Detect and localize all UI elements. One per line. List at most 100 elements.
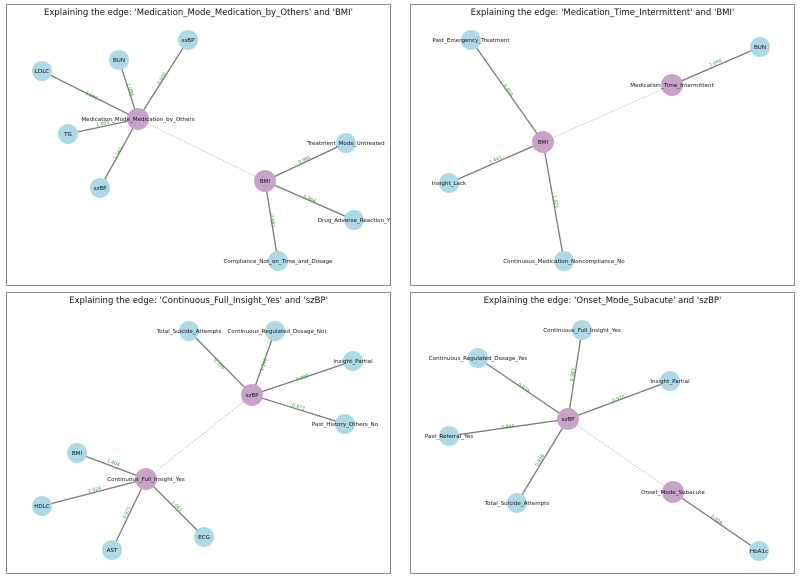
edge bbox=[567, 329, 583, 420]
graph-panel-2: Explaining the edge: 'Continuous_Full_In… bbox=[6, 292, 391, 574]
node-label: HDLC bbox=[34, 504, 50, 510]
node-label: Medication_Time_Intermittent bbox=[630, 83, 714, 89]
network-graph: 0.930 1.084 1.096 1.003 1.141 0.995 0.96… bbox=[32, 30, 391, 271]
node-label: Treatment_Mode_Untreated bbox=[306, 141, 385, 147]
node-label: Insight_Partial bbox=[333, 359, 373, 365]
edge bbox=[477, 357, 569, 420]
edge-weight-label: 1.141 bbox=[112, 146, 124, 160]
edge-weight-label: 1.021 bbox=[551, 195, 559, 209]
edge bbox=[470, 39, 544, 143]
edge-weight-label: 0.990 bbox=[296, 373, 310, 383]
graph-node bbox=[468, 348, 488, 368]
graph-node bbox=[336, 133, 356, 153]
node-label: szBP bbox=[245, 393, 259, 399]
node-label: BUN bbox=[113, 58, 125, 64]
node-label: BMI bbox=[538, 140, 549, 146]
graph-node bbox=[178, 30, 198, 50]
edge bbox=[264, 142, 347, 182]
node-label: Medication_Mode_Medication_by_Others bbox=[81, 117, 194, 123]
graph-node bbox=[439, 426, 459, 446]
graph-panel-1: Explaining the edge: 'Medication_Time_In… bbox=[410, 4, 795, 286]
edge-hub bbox=[137, 118, 266, 182]
edge bbox=[111, 478, 147, 551]
node-label: szBP bbox=[93, 186, 107, 192]
node-label: Insight_Partial bbox=[650, 379, 690, 385]
edge-weight-label: 0.956 bbox=[212, 358, 226, 372]
graph-node bbox=[461, 30, 481, 50]
node-label: Continuous_Regulated_Dosage_Yes bbox=[429, 356, 528, 362]
edge-weight-label: 1.140 bbox=[259, 357, 269, 371]
panel-title: Explaining the edge: 'Medication_Mode_Me… bbox=[44, 8, 353, 18]
graph-node bbox=[241, 384, 263, 406]
edge-weight-label: 0.964 bbox=[302, 194, 317, 205]
node-label: Past_History_Others_No bbox=[312, 422, 379, 428]
node-label: HbA1c bbox=[750, 549, 768, 555]
edge bbox=[251, 360, 354, 396]
edge-weight-label: 0.995 bbox=[297, 155, 312, 166]
edge bbox=[67, 118, 139, 135]
edge-weight-label: 0.926 bbox=[709, 514, 723, 526]
edge bbox=[448, 418, 569, 437]
edge-hub bbox=[145, 394, 253, 480]
node-label: Drug_Adverse_Reaction_Y bbox=[318, 218, 391, 224]
node-label: Continuous_Medication_Noncompliance_No bbox=[503, 259, 625, 265]
edge-weight-label: 1.441 bbox=[488, 155, 503, 166]
edge-weight-label: 1.061 bbox=[170, 500, 184, 514]
edge bbox=[672, 491, 760, 552]
graph-node bbox=[749, 541, 769, 561]
node-label: Total_Suicide_Attempts bbox=[156, 329, 222, 335]
graph-node bbox=[557, 408, 579, 430]
edge-weight-label: 1.404 bbox=[106, 458, 120, 468]
edge-hub bbox=[542, 84, 673, 143]
edge-weight-label: 1.003 bbox=[96, 120, 110, 129]
edge bbox=[264, 180, 355, 221]
graph-node bbox=[660, 371, 680, 391]
graph-node bbox=[343, 351, 363, 371]
graph-node bbox=[67, 443, 87, 463]
graph-node bbox=[554, 251, 574, 271]
edge-weight-label: 0.930 bbox=[156, 71, 168, 85]
node-label: BMI bbox=[72, 451, 83, 457]
network-graph: 0.983 0.979 0.970 0.944 0.936 0.926 szBP… bbox=[425, 320, 769, 561]
graph-node bbox=[90, 178, 110, 198]
graph-node bbox=[335, 414, 355, 434]
edge bbox=[137, 39, 189, 120]
node-label: AST bbox=[107, 548, 118, 554]
graph-panel-0: Explaining the edge: 'Medication_Mode_Me… bbox=[6, 4, 391, 286]
edge bbox=[145, 478, 205, 538]
panel-title: Explaining the edge: 'Medication_Time_In… bbox=[470, 8, 735, 18]
graph-node bbox=[439, 173, 459, 193]
network-graph: 0.956 1.140 0.990 0.973 1.404 1.024 0.97… bbox=[32, 321, 379, 560]
graph-panel-3: Explaining the edge: 'Onset_Mode_Subacut… bbox=[410, 292, 795, 574]
edge-weight-label: 0.970 bbox=[611, 394, 625, 404]
edge bbox=[99, 118, 139, 189]
graph-node bbox=[135, 468, 157, 490]
edge bbox=[448, 141, 544, 184]
node-label: BMI bbox=[260, 179, 271, 185]
graph-node bbox=[661, 74, 683, 96]
node-label: LDLC bbox=[35, 69, 50, 75]
graph-node bbox=[507, 493, 527, 513]
edge bbox=[264, 180, 279, 262]
graph-node bbox=[662, 481, 684, 503]
edge bbox=[671, 46, 761, 86]
edge bbox=[542, 141, 565, 262]
graph-node bbox=[268, 251, 288, 271]
graph-node bbox=[265, 321, 285, 341]
edge bbox=[41, 70, 139, 120]
graph-node bbox=[572, 320, 592, 340]
graph-node bbox=[102, 540, 122, 560]
node-label: Insight_Lack bbox=[432, 181, 467, 187]
graph-node bbox=[58, 124, 78, 144]
edge-weight-label: 1.024 bbox=[88, 486, 102, 495]
node-label: Onset_Mode_Subacute bbox=[641, 490, 705, 496]
panel-title: Explaining the edge: 'Continuous_Full_In… bbox=[69, 296, 328, 306]
edge-weight-label: 0.982 bbox=[268, 214, 276, 228]
edge bbox=[251, 330, 276, 396]
edge bbox=[516, 418, 569, 504]
edge-weight-label: 1.084 bbox=[125, 83, 135, 97]
graph-node bbox=[32, 496, 52, 516]
edge-weight-label: 1.096 bbox=[84, 90, 99, 101]
edge-weight-label: 1.040 bbox=[708, 58, 723, 69]
graph-node bbox=[32, 61, 52, 81]
